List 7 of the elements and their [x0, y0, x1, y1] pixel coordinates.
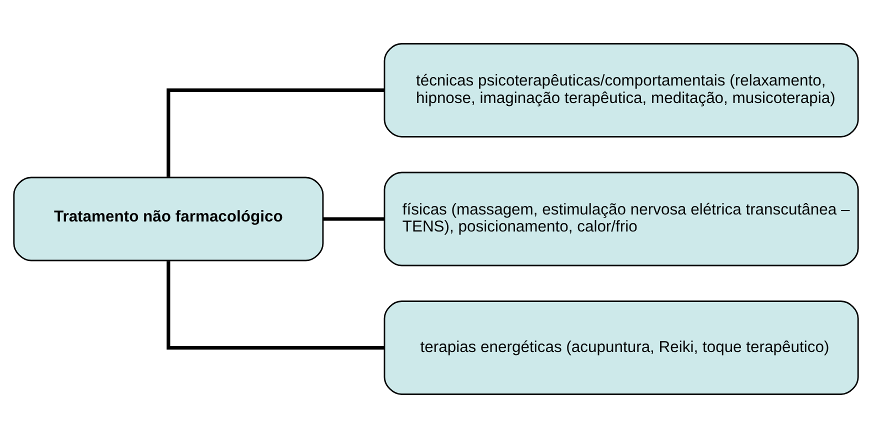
node-box: terapias energéticas (acupuntura, Reiki, toque terapêutico)	[384, 300, 859, 395]
connector	[323, 217, 384, 221]
node-box: físicas (massagem, estimulação nervosa elétrica transcutânea – TENS), posicionamento, calor/frio	[384, 172, 859, 266]
node-box: técnicas psicoterapêuticas/comportamentais (relaxamento, hipnose, imaginação terapêutica, meditação, musicoterapia)	[384, 43, 859, 138]
node-box: Tratamento não farmacológico	[13, 176, 324, 262]
connector	[166, 88, 384, 177]
connector	[166, 261, 384, 350]
